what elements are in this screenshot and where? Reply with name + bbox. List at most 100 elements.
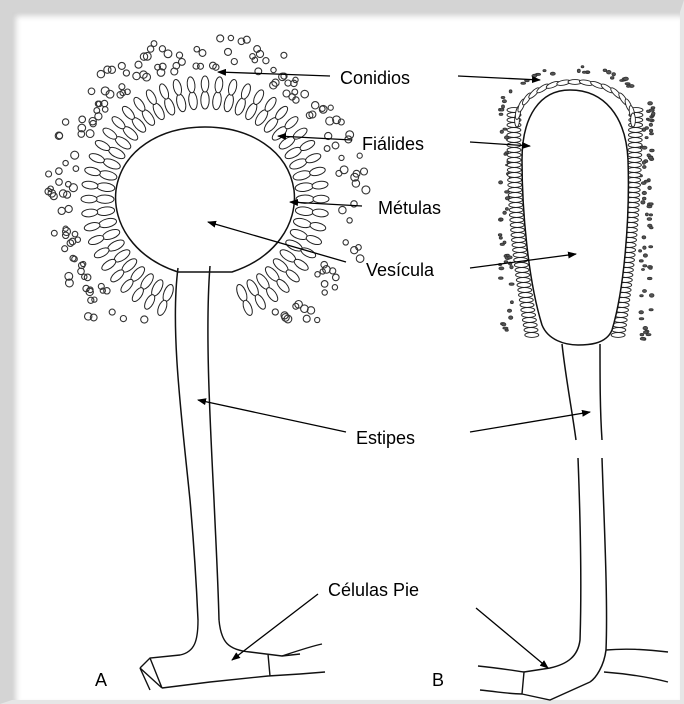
phialide [508,193,522,198]
phialide [304,152,322,165]
conidium [303,315,310,322]
conidium [649,246,653,248]
conidium [58,207,65,214]
panel-label-b: B [432,670,444,690]
conidium [652,112,655,115]
metula [175,93,187,112]
conidium [272,309,278,315]
conidium [610,77,614,80]
conidium [330,268,336,274]
metula [235,283,249,303]
phialide [119,277,135,294]
conidiophore-b [478,66,668,700]
conidium [543,70,546,72]
phialide [312,180,329,190]
conidium [194,46,200,52]
conidium [193,63,199,69]
metula [96,182,115,193]
phialide [84,166,101,177]
conidium [120,316,126,322]
phialide [628,138,642,143]
metula [292,169,312,182]
conidium [321,281,328,288]
phialide [273,104,289,121]
conidium [176,52,182,58]
conidium [648,119,653,121]
phialide [509,198,523,203]
stipe-a [175,268,198,620]
conidium [639,311,644,314]
phialide [628,148,642,153]
conidium [648,102,653,105]
conidium [231,59,237,65]
conidium [321,261,328,268]
conidium [649,203,653,205]
conidium [649,309,653,311]
phialide [100,257,118,272]
conidium [612,73,616,76]
conidium [643,246,646,249]
conidium [603,69,607,72]
stipe-a-right [208,266,219,620]
conidium [642,197,646,200]
conidium [339,206,346,213]
conidium [503,211,507,214]
phialide [275,277,291,294]
label-vesicula: Vesícula [366,260,435,280]
metula [295,182,314,193]
metula [102,157,122,171]
conidium [499,113,503,115]
conidium [217,35,224,42]
conidium [642,161,645,164]
conidium [649,109,654,111]
phialide [514,263,528,268]
label-estipes: Estipes [356,428,415,448]
phialide [313,195,329,203]
phialide [513,253,527,258]
conidium [339,155,344,160]
conidium [97,70,104,77]
phialide [522,313,536,318]
conidium [649,214,652,216]
phialide [299,138,317,152]
phialide [309,221,326,232]
conidium [88,297,94,303]
conidium [649,129,652,132]
arrow-celulas-pie-b [476,608,548,668]
phialide [507,153,521,158]
conidium [502,100,506,103]
phialide [507,163,521,168]
arrow-estipes-a [198,400,346,432]
conidium [505,208,508,211]
phialide [628,158,642,163]
phialide [508,178,522,183]
conidium [347,218,352,223]
conidium [79,116,86,123]
conidium [499,267,504,270]
phialide [611,333,625,338]
conidium [645,137,648,139]
conidium [503,128,507,130]
conidium [639,318,644,320]
phialide [110,115,127,131]
conidium [301,305,309,313]
conidium [320,106,325,111]
conidium [643,290,647,293]
metula [188,91,198,110]
phialide [305,234,323,247]
conidium [649,123,652,126]
conidium [225,48,232,55]
phialide [507,168,521,173]
conidium [312,102,319,109]
conidium [648,186,652,189]
conidium [46,171,52,177]
phialide [629,128,643,133]
conidium [67,240,74,247]
conidium [332,285,337,290]
conidium [66,181,72,187]
conidium [73,166,79,172]
conidium [647,218,652,221]
conidium [109,309,115,315]
phialide [93,246,111,260]
phialide [507,148,521,153]
